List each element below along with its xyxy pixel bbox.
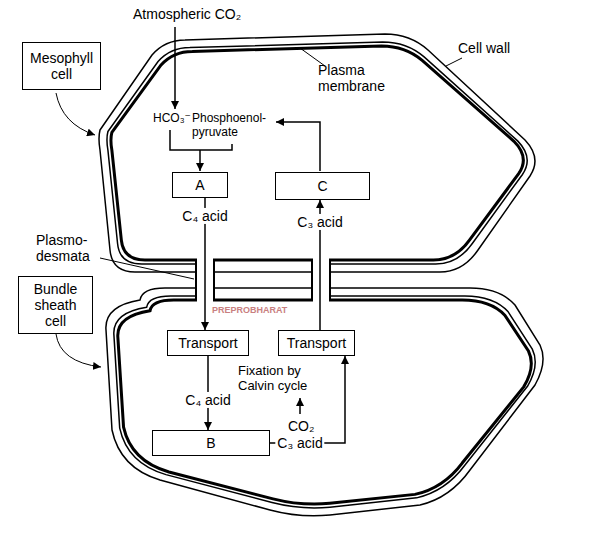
leader-line [446,58,462,66]
cell-wall-outer [106,288,543,516]
box-text: B [206,435,215,451]
part-label: Cell wall [458,40,510,56]
molecule-label: HCO₃⁻ [153,112,191,126]
membrane-gap [313,256,329,263]
mesophyll-cell [99,34,535,272]
membrane-gap [313,297,329,304]
gas-label: CO₂ [288,418,314,434]
leader-line [100,258,194,279]
edge-label: C₃ acid [295,214,344,230]
gas-label: Atmospheric CO₂ [133,6,241,22]
part-label: Plasmo- desmata [36,232,100,264]
curved-leader [56,93,95,135]
wall-gap [170,262,370,298]
molecule-label: Phosphoenol- pyruvate [192,112,272,140]
fixation-arrow [299,398,301,414]
wall-line [170,271,370,273]
cell-wall-inner [114,296,535,508]
part-label: Plasma membrane [318,62,392,94]
box-text: Bundle sheath cell [25,281,86,329]
process-box: Transport [167,330,249,356]
box-text: A [195,177,204,193]
cell-wall-inner [107,42,527,264]
process-box: A [172,172,228,198]
edge-label: C₄ acid [180,208,229,224]
process-box: Transport [278,330,355,356]
channel-wall [196,260,330,300]
plasma-membrane [118,300,532,504]
process-box: C [275,172,370,200]
co2-arrow [174,27,176,109]
cell-name-box: Bundle sheath cell [18,276,93,334]
process-note: Fixation by Calvin cycle [238,364,328,394]
watermark: PREPROBHARAT [212,305,287,315]
box-text: Transport [287,335,346,351]
wall-line [170,264,370,296]
plasma-membrane [111,46,523,260]
cell-wall-outer [99,34,535,272]
curved-leader [56,334,101,367]
edge-label: C₄ acid [183,392,232,408]
edge-label: C₃ acid [275,435,324,451]
bundle-sheath-cell [106,288,543,516]
regeneration-arrow [276,122,320,171]
wall-line [170,287,370,289]
box-text: C [317,178,327,194]
box-text: Mesophyll cell [29,50,94,82]
box-text: Transport [178,335,237,351]
plasmodesmata [170,256,370,304]
cell-name-box: Mesophyll cell [22,42,101,90]
process-box: B [152,430,270,456]
bracket-arrow [199,150,201,171]
